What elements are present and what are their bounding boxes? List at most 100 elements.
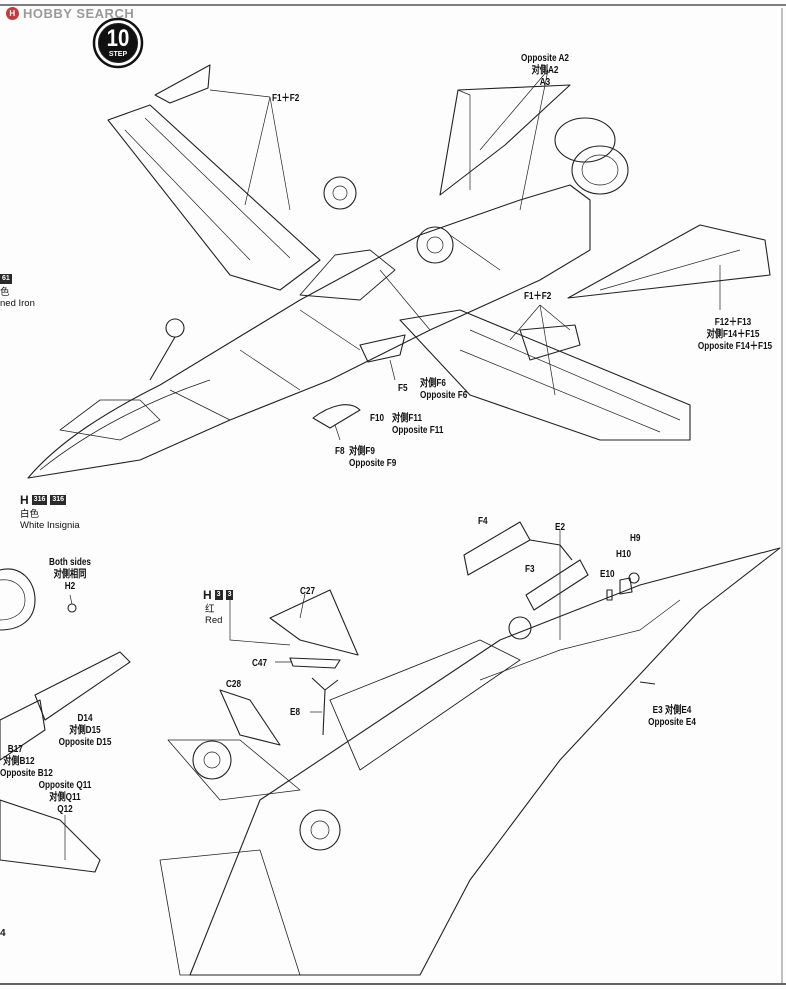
callout-f5-text: F5 <box>398 382 408 394</box>
lower-main-wheel-b <box>299 809 341 851</box>
callout-c27: C27 <box>300 585 316 597</box>
paint-chip-red: H 3 3 <box>203 588 234 602</box>
callout-f8-code: F8 <box>335 445 345 457</box>
callout-e10: E10 <box>600 568 615 580</box>
callout-d14-line-1: D14 <box>77 712 93 724</box>
callout-f12-line-3: Opposite F14＋F15 <box>697 340 773 352</box>
paint-key-red: H <box>203 588 212 602</box>
part-h2 <box>67 603 77 613</box>
part-f8-f10 <box>312 404 361 429</box>
paint-note-red: 红 Red <box>205 604 222 626</box>
callout-f4: F4 <box>478 515 488 527</box>
lower-main-wheel-b-hub <box>310 820 330 840</box>
lower-fuselage-spine <box>479 599 681 681</box>
paint-key-white: H <box>20 493 29 507</box>
callout-d14-line-2: 对側D15 <box>69 724 101 736</box>
leader-h2 <box>69 594 73 605</box>
upper-tail-fin-edge <box>457 89 471 190</box>
callout-f12-line-2: 对側F14＋F15 <box>706 328 760 340</box>
callout-h9: H9 <box>630 532 641 544</box>
leader-f8 <box>334 424 341 441</box>
callout-e2: E2 <box>555 521 566 533</box>
part-e10 <box>606 589 613 601</box>
upper-left-wing <box>107 104 321 291</box>
upper-nozzle-b-inner <box>581 154 619 186</box>
callout-c47: C47 <box>252 657 268 669</box>
lower-left-fuselage <box>0 699 46 761</box>
upper-main-wheel-b-hub <box>426 236 444 254</box>
lower-aircraft-assembly <box>159 521 781 976</box>
lower-main-wheel-a <box>192 740 232 780</box>
part-f6 <box>359 334 406 363</box>
lower-intake <box>159 849 301 976</box>
part-e2 <box>529 539 573 561</box>
upper-nose-strut <box>149 336 176 381</box>
callout-f10-code: F10 <box>370 412 385 424</box>
upper-tail-fin <box>439 84 571 196</box>
callout-a2-line-3: A3 <box>539 76 551 88</box>
upper-left-wing-lines <box>124 117 291 261</box>
part-f1-f2-upper <box>154 64 211 104</box>
part-h10 <box>619 577 633 595</box>
callout-both-sides-line-1: Both sides <box>49 556 91 568</box>
page-number: 4 <box>0 928 6 939</box>
callout-f1-f2-lower-text: F1＋F2 <box>524 290 552 302</box>
leader-f1f2-lower <box>509 304 571 396</box>
paint-code-red-a: 3 <box>214 590 223 600</box>
upper-main-wheel-b <box>416 226 454 264</box>
lower-main-wheel-a-hub <box>203 751 221 769</box>
callout-e3: E3 对側E4 Opposite E4 <box>641 704 703 728</box>
callout-e3-line-1: E3 对側E4 <box>652 704 692 716</box>
paint-code-61: 61 <box>0 274 12 284</box>
part-q11-q12 <box>0 799 101 873</box>
part-f4 <box>463 521 531 576</box>
part-e8 <box>311 677 339 736</box>
upper-nose-panel <box>59 399 161 441</box>
callout-f6: 对側F6 Opposite F6 <box>420 377 467 401</box>
callout-f11-line-2: Opposite F11 <box>392 424 444 436</box>
step-badge-fill <box>97 22 139 64</box>
callout-f12-line-1: F12＋F13 <box>714 316 752 328</box>
upper-nozzle-a <box>554 117 616 163</box>
upper-fuselage-panel-line <box>39 379 211 471</box>
callout-a2: Opposite A2 对側A2 A3 <box>514 52 576 88</box>
paint-partial-cn: 色 <box>0 287 10 298</box>
callout-a2-line-2: 对側A2 <box>531 64 559 76</box>
watermark-mark: H <box>6 7 19 20</box>
paint-white-en: White Insignia <box>20 520 80 531</box>
callout-both-sides: Both sides 对側相同 H2 <box>47 556 94 592</box>
callout-b17-line-2: 对側B12 <box>3 755 35 767</box>
part-e3 <box>639 681 656 685</box>
callout-f1-f2-upper: F1＋F2 <box>272 92 299 104</box>
callout-b17-line-1: B17 <box>7 743 23 755</box>
paint-chip-61: 61 <box>0 274 12 284</box>
paint-white-cn: 白色 <box>20 509 40 520</box>
paint-partial-en: ned Iron <box>0 298 35 309</box>
callout-q11-line-2: 对側Q11 <box>49 791 81 803</box>
paint-code-white-b: 316 <box>50 495 67 505</box>
paint-code-red-b: 3 <box>225 590 234 600</box>
part-c28 <box>219 689 281 746</box>
callout-f6-line-1: 对側F6 <box>420 377 446 389</box>
callout-b17: B17 对側B12 Opposite B12 <box>0 743 53 779</box>
callout-d14: D14 对側D15 Opposite D15 <box>54 712 116 748</box>
upper-aircraft-assembly <box>27 64 771 479</box>
callout-f12: F12＋F13 对側F14＋F15 Opposite F14＋F15 <box>697 316 773 352</box>
callout-f9-line-1: 对側F9 <box>349 445 375 457</box>
upper-stabilizer <box>567 224 771 299</box>
paint-chip-white: H 316 316 <box>20 493 67 507</box>
callout-q11-line-1: Opposite Q11 <box>38 779 92 791</box>
leader-f5 <box>389 359 396 381</box>
callout-q11-line-3: Q12 <box>57 803 73 815</box>
paint-note-partial: 色 ned Iron <box>0 287 35 309</box>
part-d14 <box>34 651 131 721</box>
callout-both-sides-line-2: 对側相同 <box>53 568 87 580</box>
callout-h10: H10 <box>616 548 632 560</box>
upper-main-wheel-a-hub <box>332 185 348 201</box>
lower-left-partial-view <box>0 568 131 873</box>
callout-f10: F10 <box>370 412 384 424</box>
callout-d14-line-3: Opposite D15 <box>58 736 112 748</box>
callout-f11: 对側F11 Opposite F11 <box>392 412 443 436</box>
part-c47 <box>289 657 341 669</box>
